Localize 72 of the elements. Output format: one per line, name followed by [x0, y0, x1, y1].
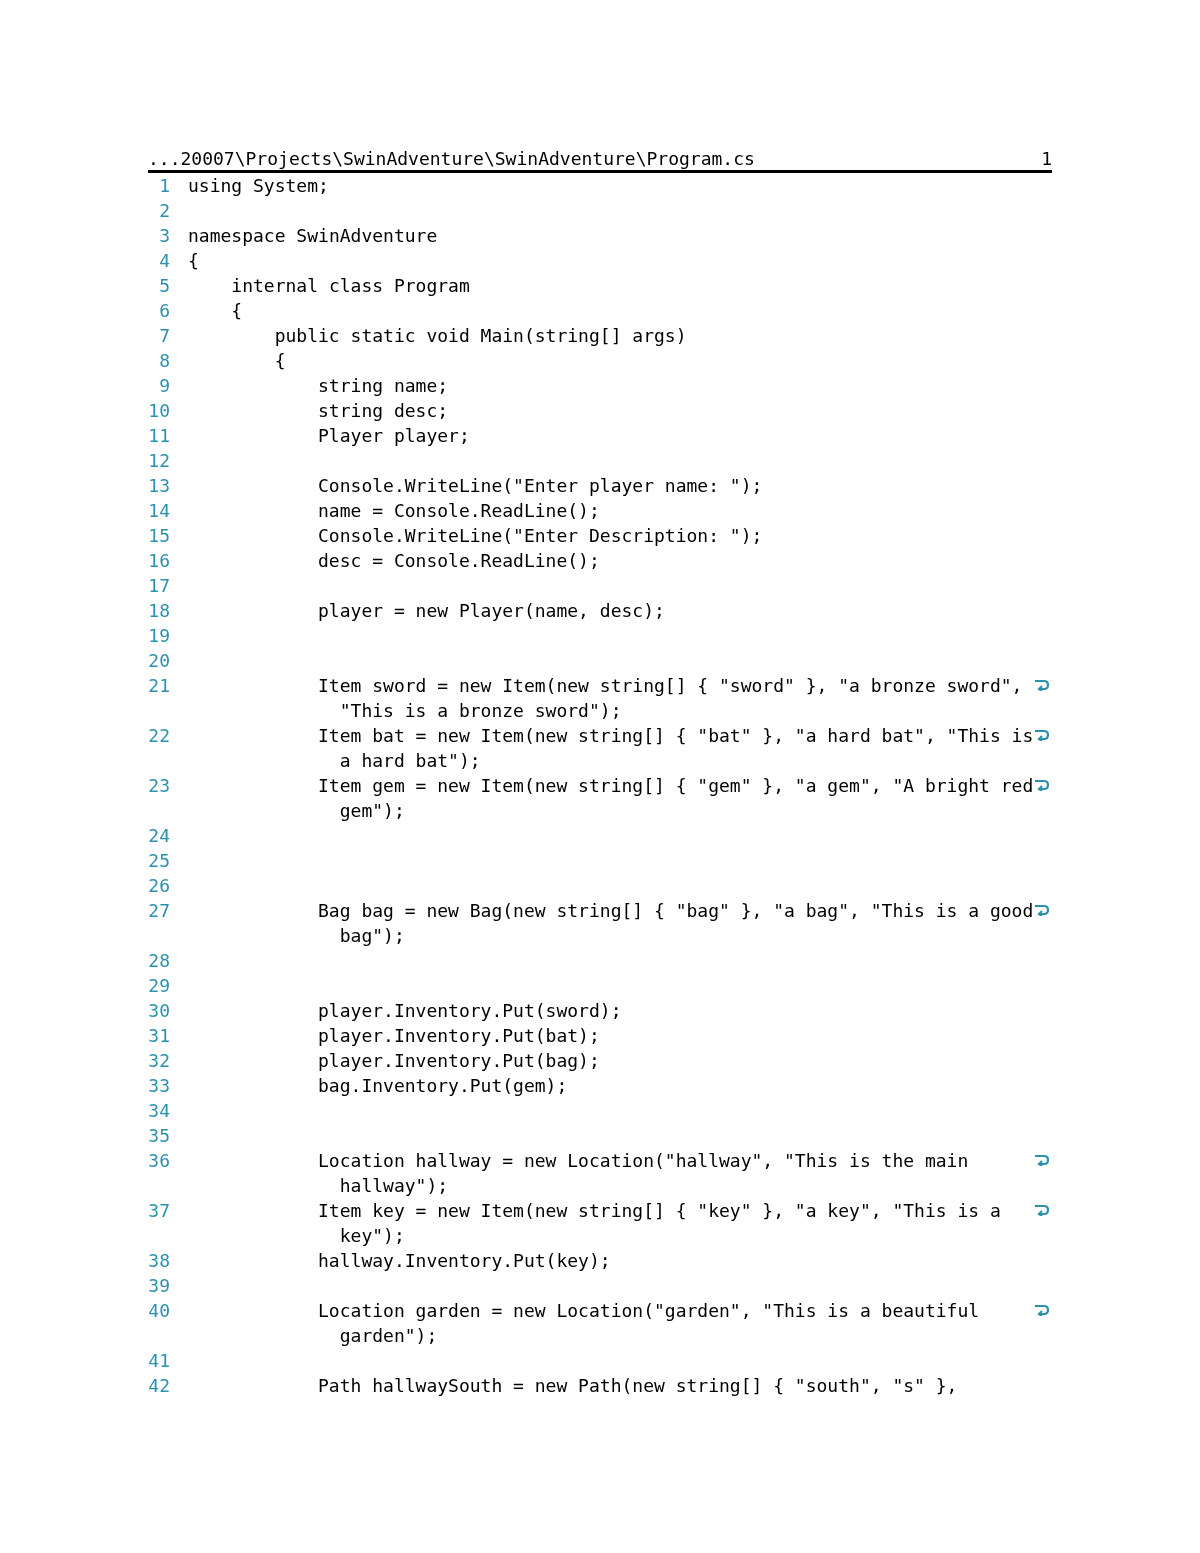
line-number: 38 [148, 1249, 170, 1273]
line-number: 20 [148, 649, 170, 673]
code-line: Path hallwaySouth = new Path(new string[] { "south", "s" }, [317, 1374, 959, 1398]
code-line: Console.WriteLine("Enter Description: "); [317, 524, 764, 548]
code-line: Item sword = new Item(new string[] { "sword" }, "a bronze sword", "This is a bronze sword"); [317, 674, 1024, 723]
line-number: 18 [148, 599, 170, 623]
line-number: 17 [148, 574, 170, 598]
line-number: 1 [158, 174, 170, 198]
line-number: 10 [148, 399, 170, 423]
line-number: 21 [148, 674, 170, 698]
line-number: 13 [148, 474, 170, 498]
code-line: Bag bag = new Bag(new string[] { "bag" }, "a bag", "This is a good bag"); [317, 899, 1034, 948]
code-line: string desc; [317, 399, 450, 423]
line-number: 6 [158, 299, 170, 323]
code-line: using System; [188, 174, 330, 198]
file-path-header: ...20007\Projects\SwinAdventure\SwinAdventure\Program.cs [148, 148, 755, 169]
line-number: 2 [158, 199, 170, 223]
line-number: 14 [148, 499, 170, 523]
code-line: Item bat = new Item(new string[] { "bat" }, "a hard bat", "This is a hard bat"); [317, 724, 1034, 773]
line-number: 40 [148, 1299, 170, 1323]
line-number: 36 [148, 1149, 170, 1173]
line-number: 27 [148, 899, 170, 923]
code-line: hallway.Inventory.Put(key); [317, 1249, 612, 1273]
line-number: 8 [158, 349, 170, 373]
line-number: 19 [148, 624, 170, 648]
line-number: 33 [148, 1074, 170, 1098]
code-line: string name; [317, 374, 450, 398]
line-number: 9 [158, 374, 170, 398]
code-line: Location hallway = new Location("hallway", "This is the main hallway"); [317, 1149, 970, 1198]
line-number: 3 [158, 224, 170, 248]
line-number: 29 [148, 974, 170, 998]
code-line: internal class Program [230, 274, 471, 298]
line-number: 42 [148, 1374, 170, 1398]
code-line: desc = Console.ReadLine(); [317, 549, 601, 573]
line-number: 41 [148, 1349, 170, 1373]
line-number: 39 [148, 1274, 170, 1298]
code-line: public static void Main(string[] args) [273, 324, 688, 348]
line-number: 12 [148, 449, 170, 473]
line-number: 37 [148, 1199, 170, 1223]
line-number: 28 [148, 949, 170, 973]
line-number: 23 [148, 774, 170, 798]
code-line: player.Inventory.Put(bat); [317, 1024, 601, 1048]
code-line: Player player; [317, 424, 471, 448]
line-number: 22 [148, 724, 170, 748]
line-number: 24 [148, 824, 170, 848]
code-line: bag.Inventory.Put(gem); [317, 1074, 569, 1098]
code-line: player = new Player(name, desc); [317, 599, 666, 623]
line-number: 31 [148, 1024, 170, 1048]
code-line: name = Console.ReadLine(); [317, 499, 601, 523]
code-line: { [188, 249, 200, 273]
code-line: { [230, 299, 244, 323]
line-number: 5 [158, 274, 170, 298]
line-number: 11 [148, 424, 170, 448]
code-line: Console.WriteLine("Enter player name: "); [317, 474, 764, 498]
code-line: Location garden = new Location("garden", "This is a beautiful garden"); [317, 1299, 981, 1348]
code-line: namespace SwinAdventure [188, 224, 439, 248]
line-number: 16 [148, 549, 170, 573]
line-number: 15 [148, 524, 170, 548]
code-line: Item key = new Item(new string[] { "key" }, "a key", "This is a key"); [317, 1199, 1002, 1248]
line-number: 4 [158, 249, 170, 273]
line-number: 32 [148, 1049, 170, 1073]
line-number: 30 [148, 999, 170, 1023]
code-line: player.Inventory.Put(bag); [317, 1049, 601, 1073]
code-line: player.Inventory.Put(sword); [317, 999, 623, 1023]
line-number: 35 [148, 1124, 170, 1148]
line-number: 7 [158, 324, 170, 348]
line-number: 26 [148, 874, 170, 898]
code-line: { [273, 349, 287, 373]
line-number: 34 [148, 1099, 170, 1123]
page-number: 1 [1041, 148, 1052, 169]
line-number: 25 [148, 849, 170, 873]
code-line: Item gem = new Item(new string[] { "gem" }, "a gem", "A bright red gem"); [317, 774, 1034, 823]
